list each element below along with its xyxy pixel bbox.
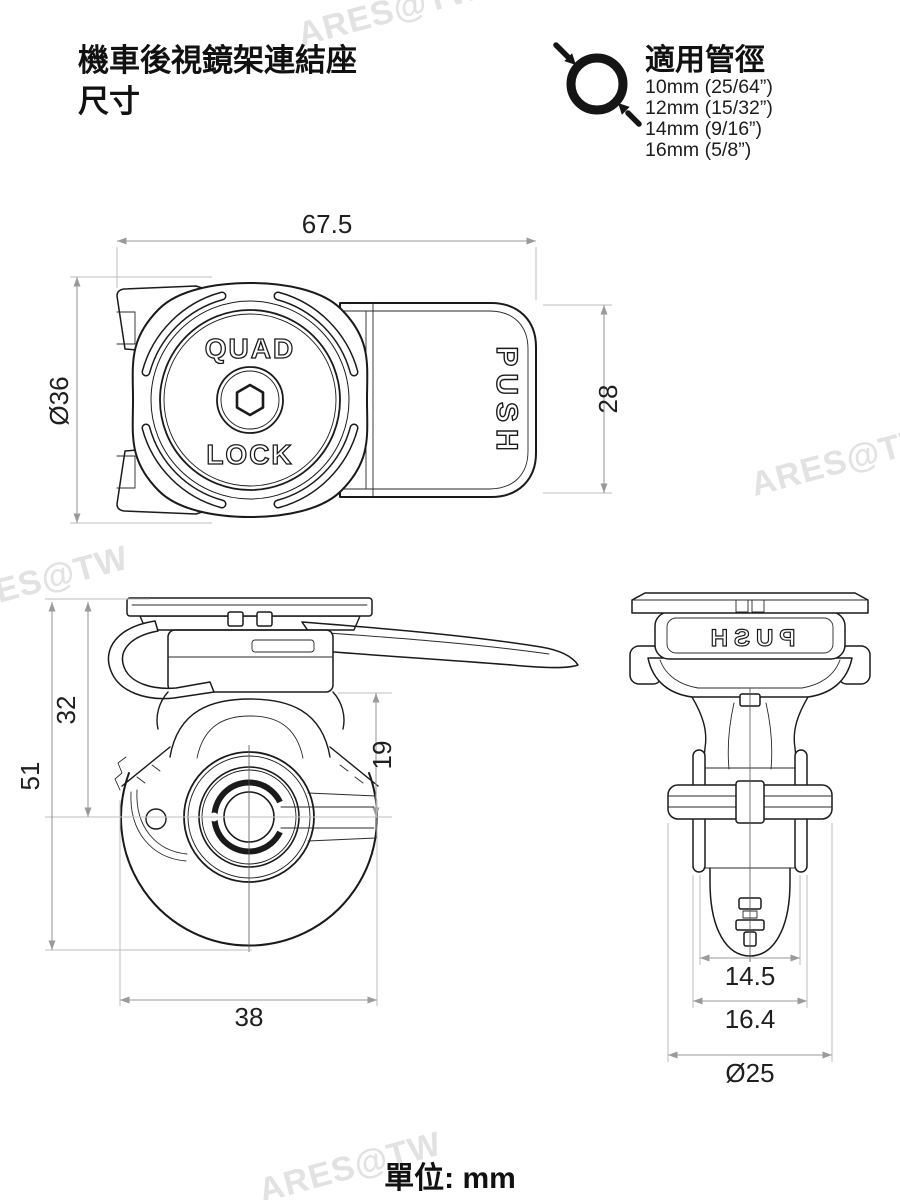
dim-front-total-height: 51 — [15, 762, 45, 791]
page-title-line1: 機車後視鏡架連結座 — [78, 43, 357, 78]
tube-diameter-icon — [553, 42, 642, 127]
dim-side-outer-width: 16.4 — [725, 1004, 776, 1034]
tube-size-item: 12mm (15/32”) — [645, 97, 773, 119]
brand-lock-label: LOCK — [206, 439, 293, 470]
bolt-hole — [145, 808, 167, 830]
side-view: PUSH — [629, 592, 871, 1088]
dim-front-width: 38 — [235, 1002, 264, 1032]
watermark: ARES@TW — [0, 539, 133, 624]
dim-side-diameter: Ø25 — [725, 1058, 774, 1088]
side-view-drawing: PUSH — [629, 592, 871, 962]
tube-spec-heading: 適用管徑 — [645, 43, 765, 77]
front-view-drawing — [107, 597, 579, 952]
dim-front-clamp-height: 19 — [367, 741, 397, 770]
dim-top-width: 67.5 — [302, 209, 353, 239]
brand-quad-label: QUAD — [205, 333, 295, 364]
top-view-drawing: PUSH QUAD — [116, 282, 537, 518]
tube-spec: 適用管徑 10mm (25/64”) 12mm (15/32”) 14mm (9… — [553, 42, 773, 161]
front-view-dimensions: 51 32 19 38 — [15, 598, 397, 1032]
page-title-line2: 尺寸 — [78, 84, 140, 119]
dim-front-upper-height: 32 — [51, 696, 81, 725]
unit-label: 單位: mm — [384, 1161, 516, 1195]
top-view-dimensions: 67.5 Ø36 28 — [44, 209, 623, 524]
dim-top-height: 28 — [593, 385, 623, 414]
lever-push-label: PUSH — [490, 346, 523, 457]
side-push-label: PUSH — [705, 625, 796, 652]
side-view-dimensions: 14.5 16.4 Ø25 — [667, 823, 833, 1088]
dim-side-inner-width: 14.5 — [725, 961, 776, 991]
tube-size-item: 16mm (5/8”) — [645, 139, 751, 161]
top-view: PUSH QUAD — [44, 209, 623, 524]
head-slot-cuts — [141, 291, 359, 509]
tube-size-item: 14mm (9/16”) — [645, 118, 762, 140]
tube-size-item: 10mm (25/64”) — [645, 76, 773, 98]
front-view: 51 32 19 38 — [15, 597, 579, 1032]
watermark: ARES@TW — [747, 419, 900, 504]
dim-top-diameter: Ø36 — [44, 376, 74, 425]
header: 機車後視鏡架連結座 尺寸 — [78, 43, 357, 119]
hex-bolt-icon — [235, 383, 265, 417]
